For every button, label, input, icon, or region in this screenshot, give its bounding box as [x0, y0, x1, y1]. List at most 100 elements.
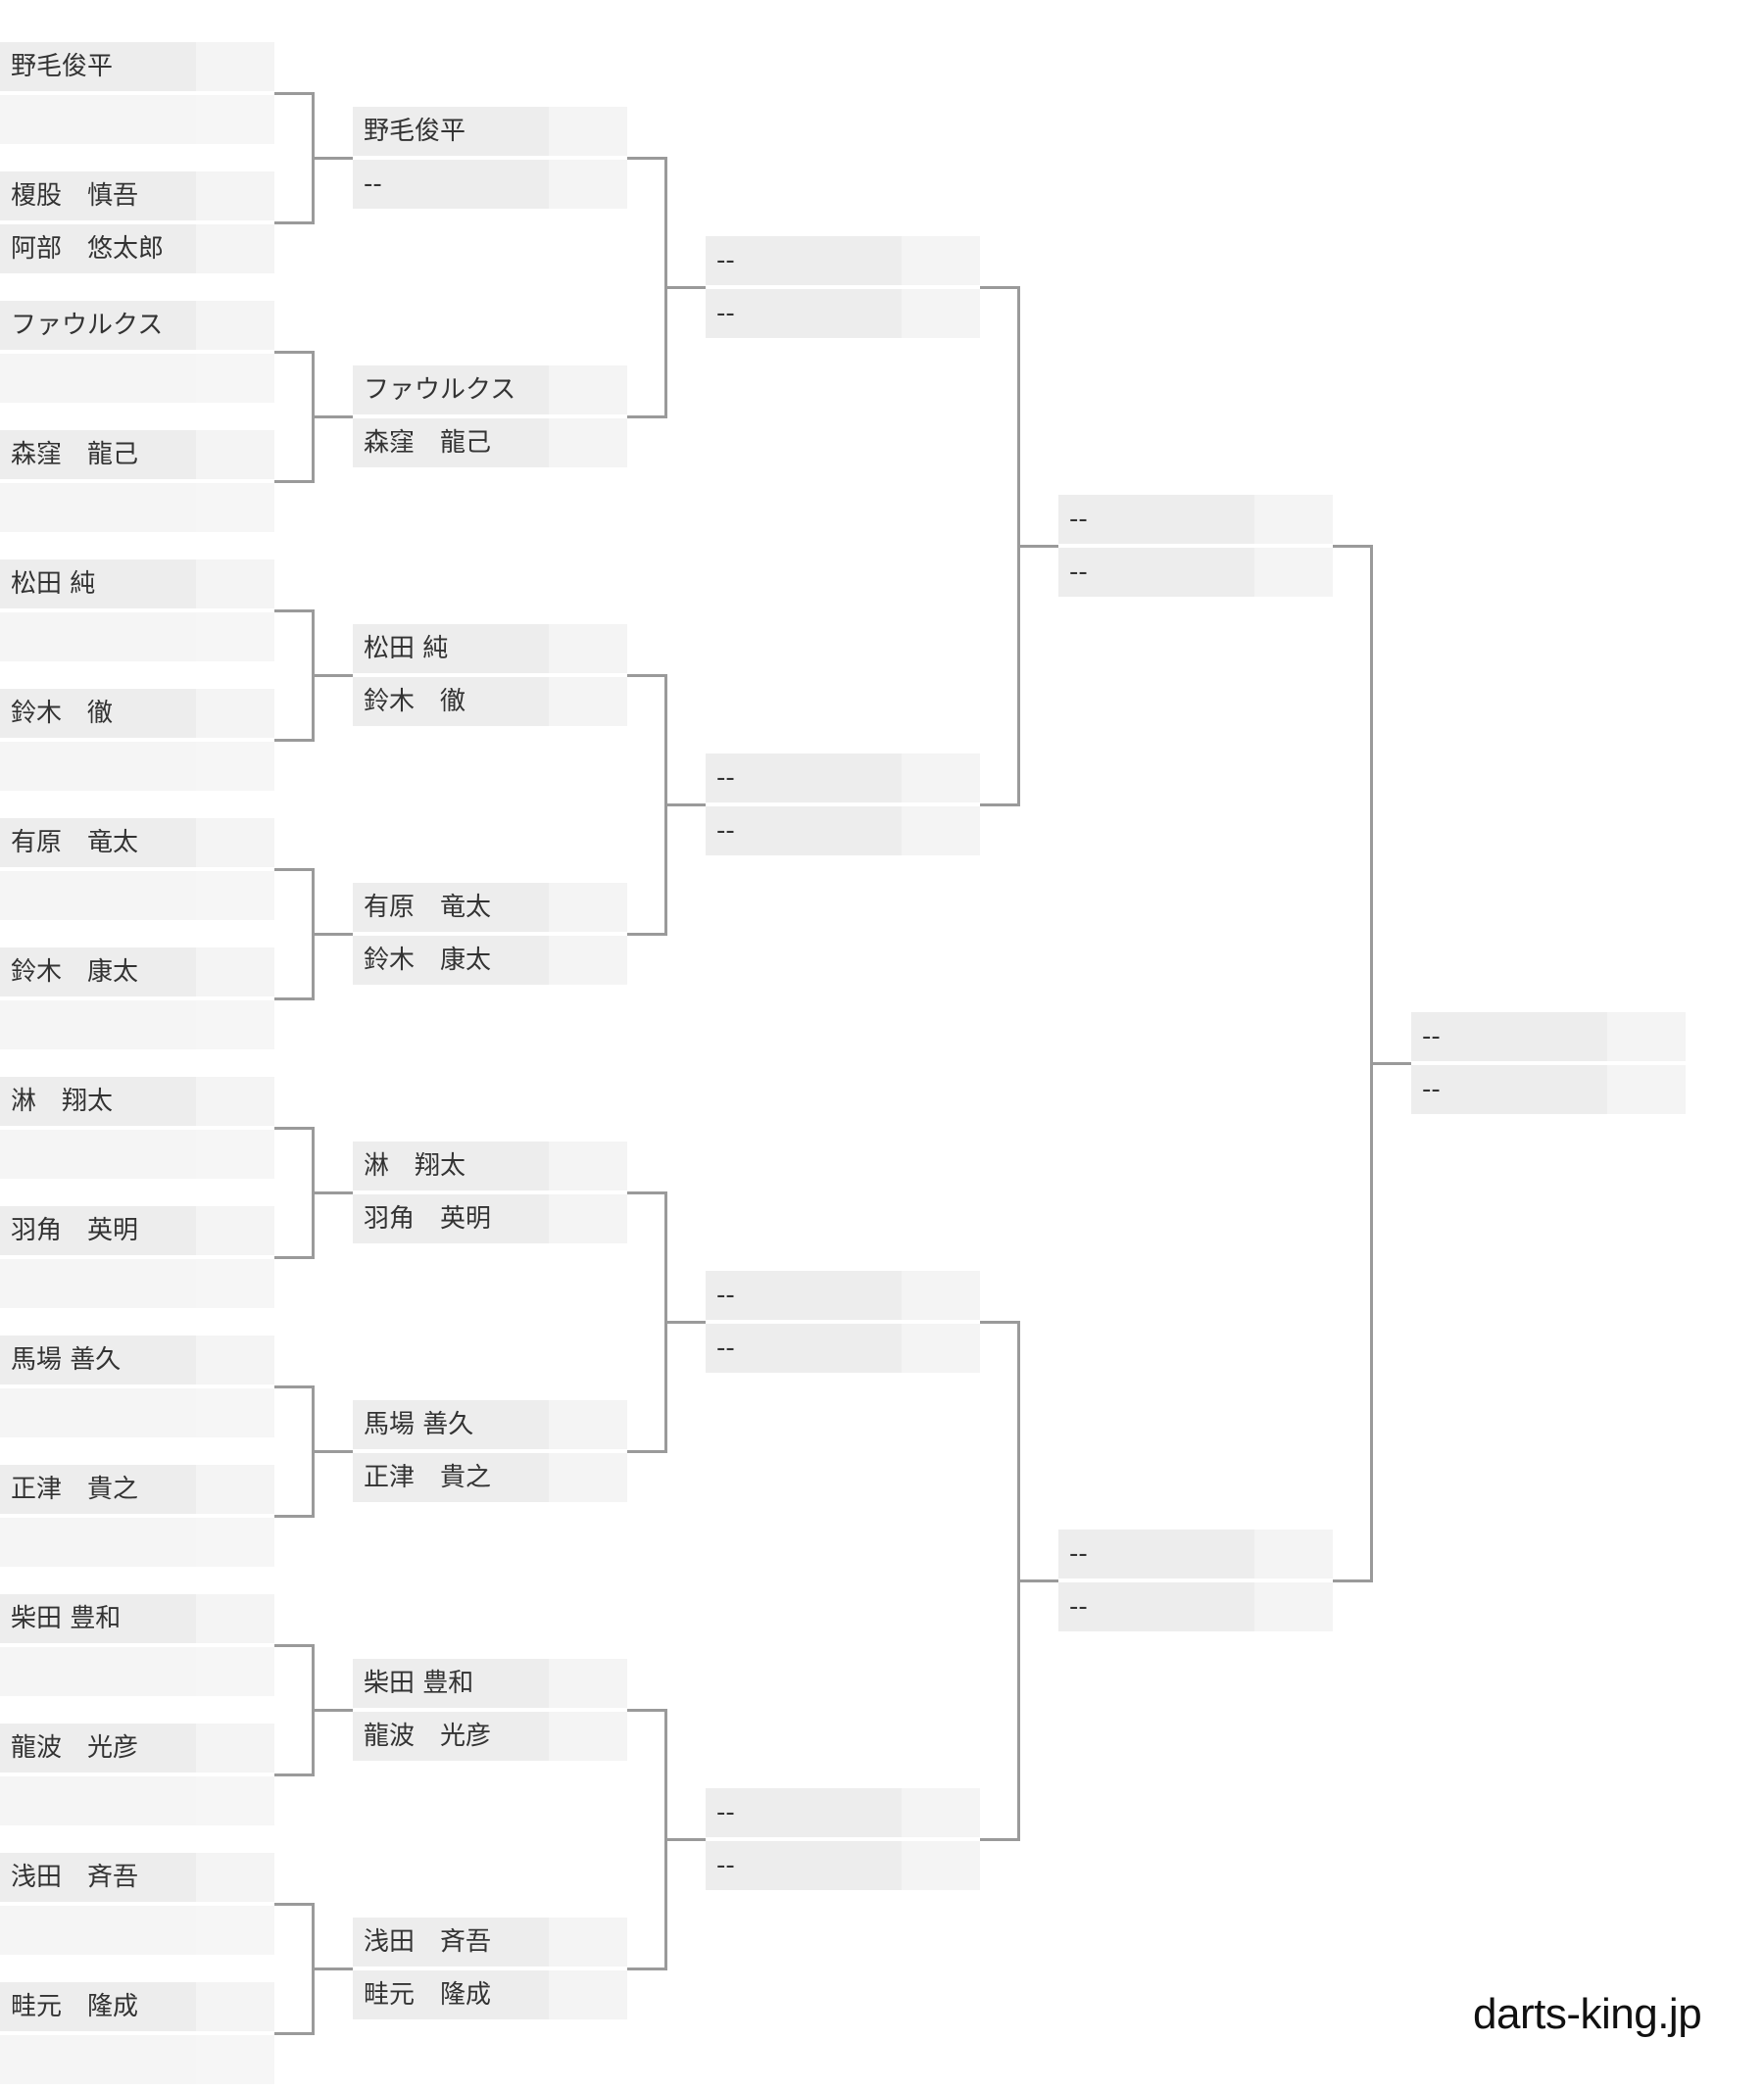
player-row[interactable]: 馬場 善久	[353, 1400, 627, 1449]
round-2-match-1[interactable]: 野毛俊平--	[353, 107, 627, 209]
semifinal-match-1[interactable]: ----	[1058, 495, 1333, 597]
round-1-match-2[interactable]: 榎股 慎吾阿部 悠太郎	[0, 171, 274, 273]
player-row[interactable]: 鈴木 徹	[353, 677, 627, 726]
player-name: 羽角 英明	[0, 1206, 196, 1255]
player-row[interactable]: --	[1058, 495, 1333, 544]
round-2-match-6[interactable]: 馬場 善久正津 貴之	[353, 1400, 627, 1502]
player-row[interactable]: --	[1411, 1065, 1686, 1114]
player-row[interactable]: 松田 純	[0, 559, 274, 608]
site-watermark: darts-king.jp	[1473, 1990, 1702, 2038]
player-row[interactable]: 淋 翔太	[0, 1077, 274, 1126]
round-1-match-9[interactable]: 淋 翔太	[0, 1077, 274, 1179]
player-row[interactable]: --	[1411, 1012, 1686, 1061]
player-row[interactable]: 龍波 光彦	[353, 1712, 627, 1761]
player-row[interactable]: --	[706, 753, 980, 802]
player-row[interactable]: --	[1058, 1582, 1333, 1631]
empty-player-slot[interactable]	[0, 1906, 274, 1955]
player-name: 鈴木 徹	[0, 689, 196, 738]
empty-player-slot[interactable]	[0, 1259, 274, 1308]
player-row[interactable]: 有原 竜太	[353, 883, 627, 932]
player-row[interactable]: 柴田 豊和	[353, 1659, 627, 1708]
round-1-match-10[interactable]: 羽角 英明	[0, 1206, 274, 1308]
player-row[interactable]: --	[1058, 1530, 1333, 1579]
round-2-match-3[interactable]: 松田 純鈴木 徹	[353, 624, 627, 726]
round-1-match-11[interactable]: 馬場 善久	[0, 1336, 274, 1437]
player-row[interactable]: 森窪 龍己	[353, 418, 627, 467]
player-row[interactable]: 鈴木 徹	[0, 689, 274, 738]
round-1-match-1[interactable]: 野毛俊平	[0, 42, 274, 144]
player-row[interactable]: 森窪 龍己	[0, 430, 274, 479]
player-row[interactable]: 正津 貴之	[0, 1465, 274, 1514]
connector-line	[274, 351, 315, 354]
round-1-match-12[interactable]: 正津 貴之	[0, 1465, 274, 1567]
empty-player-slot[interactable]	[0, 1518, 274, 1567]
round-3-match-1[interactable]: ----	[706, 236, 980, 338]
empty-player-slot[interactable]	[0, 1388, 274, 1437]
round-1-match-14[interactable]: 龍波 光彦	[0, 1724, 274, 1825]
player-row[interactable]: 鈴木 康太	[353, 936, 627, 985]
round-1-match-15[interactable]: 浅田 斉吾	[0, 1853, 274, 1955]
player-row[interactable]: --	[706, 1324, 980, 1373]
player-row[interactable]: --	[706, 1271, 980, 1320]
round-3-match-4[interactable]: ----	[706, 1788, 980, 1890]
final-match-1[interactable]: ----	[1411, 1012, 1686, 1114]
player-row[interactable]: --	[706, 806, 980, 855]
round-1-match-4[interactable]: 森窪 龍己	[0, 430, 274, 532]
empty-player-slot[interactable]	[0, 742, 274, 791]
player-row[interactable]: 榎股 慎吾	[0, 171, 274, 220]
empty-player-slot[interactable]	[0, 1776, 274, 1825]
connector-line	[274, 997, 315, 1000]
player-row[interactable]: 羽角 英明	[0, 1206, 274, 1255]
player-row[interactable]: ファウルクス	[0, 301, 274, 350]
round-2-match-7[interactable]: 柴田 豊和龍波 光彦	[353, 1659, 627, 1761]
player-row[interactable]: 畦元 隆成	[353, 1970, 627, 2019]
player-row[interactable]: 阿部 悠太郎	[0, 224, 274, 273]
player-row[interactable]: 鈴木 康太	[0, 947, 274, 996]
round-1-match-3[interactable]: ファウルクス	[0, 301, 274, 403]
player-row[interactable]: 羽角 英明	[353, 1194, 627, 1243]
semifinal-match-2[interactable]: ----	[1058, 1530, 1333, 1631]
player-row[interactable]: --	[353, 160, 627, 209]
player-row[interactable]: 正津 貴之	[353, 1453, 627, 1502]
round-1-match-6[interactable]: 鈴木 徹	[0, 689, 274, 791]
player-row[interactable]: --	[706, 1788, 980, 1837]
player-score	[1254, 495, 1333, 544]
empty-player-slot[interactable]	[0, 2035, 274, 2084]
round-1-match-8[interactable]: 鈴木 康太	[0, 947, 274, 1049]
empty-player-slot[interactable]	[0, 95, 274, 144]
player-row[interactable]: 龍波 光彦	[0, 1724, 274, 1773]
empty-player-slot[interactable]	[0, 483, 274, 532]
player-row[interactable]: 浅田 斉吾	[0, 1853, 274, 1902]
empty-player-slot[interactable]	[0, 354, 274, 403]
round-3-match-2[interactable]: ----	[706, 753, 980, 855]
round-1-match-7[interactable]: 有原 竜太	[0, 818, 274, 920]
player-row[interactable]: 畦元 隆成	[0, 1982, 274, 2031]
player-row[interactable]: 松田 純	[353, 624, 627, 673]
player-row[interactable]: --	[1058, 548, 1333, 597]
empty-player-slot[interactable]	[0, 1647, 274, 1696]
player-row[interactable]: 有原 竜太	[0, 818, 274, 867]
empty-player-slot[interactable]	[0, 871, 274, 920]
player-row[interactable]: ファウルクス	[353, 365, 627, 414]
empty-player-slot[interactable]	[0, 1000, 274, 1049]
connector-line	[312, 674, 353, 677]
player-row[interactable]: 野毛俊平	[0, 42, 274, 91]
round-1-match-13[interactable]: 柴田 豊和	[0, 1594, 274, 1696]
round-2-match-8[interactable]: 浅田 斉吾畦元 隆成	[353, 1918, 627, 2019]
player-row[interactable]: 野毛俊平	[353, 107, 627, 156]
player-row[interactable]: --	[706, 236, 980, 285]
round-2-match-5[interactable]: 淋 翔太羽角 英明	[353, 1142, 627, 1243]
round-2-match-2[interactable]: ファウルクス森窪 龍己	[353, 365, 627, 467]
round-3-match-3[interactable]: ----	[706, 1271, 980, 1373]
round-1-match-16[interactable]: 畦元 隆成	[0, 1982, 274, 2084]
round-2-match-4[interactable]: 有原 竜太鈴木 康太	[353, 883, 627, 985]
player-row[interactable]: 浅田 斉吾	[353, 1918, 627, 1967]
empty-player-slot[interactable]	[0, 612, 274, 661]
round-1-match-5[interactable]: 松田 純	[0, 559, 274, 661]
player-row[interactable]: 柴田 豊和	[0, 1594, 274, 1643]
player-row[interactable]: --	[706, 289, 980, 338]
player-row[interactable]: --	[706, 1841, 980, 1890]
player-row[interactable]: 淋 翔太	[353, 1142, 627, 1190]
empty-player-slot[interactable]	[0, 1130, 274, 1179]
player-row[interactable]: 馬場 善久	[0, 1336, 274, 1385]
